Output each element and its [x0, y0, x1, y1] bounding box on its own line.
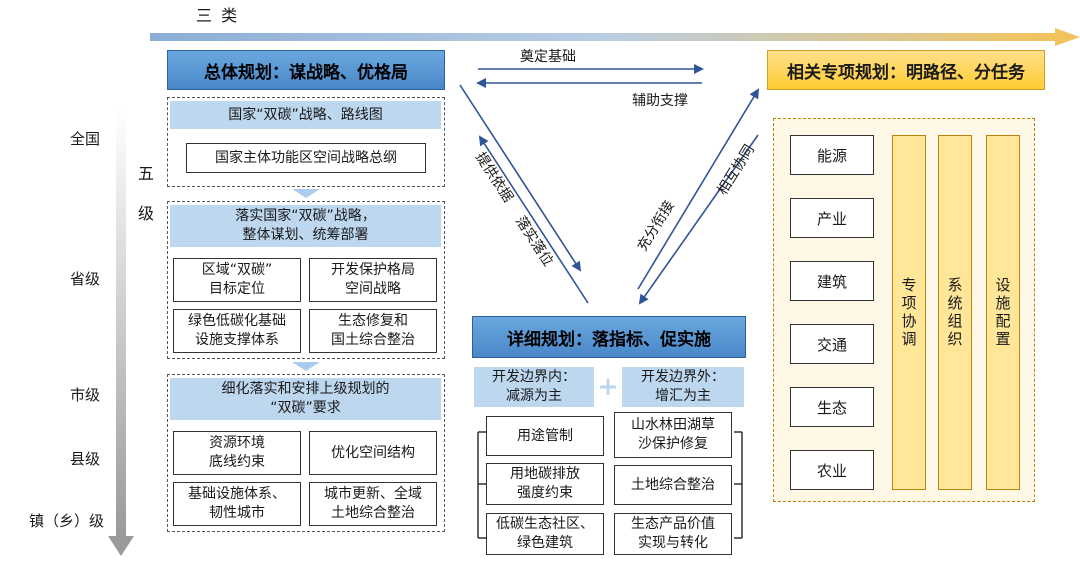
level-city: 市级 — [69, 386, 100, 404]
city-box: 优化空间结构 — [309, 431, 437, 475]
national-outline-box: 国家主体功能区空间战略总纲 — [186, 143, 426, 173]
city-box: 基础设施体系、 韧性城市 — [173, 482, 301, 526]
box-line1: 绿色低碳化基础 — [188, 313, 286, 329]
five-char: 五 — [138, 164, 155, 183]
detailed-item-right: 山水林田湖草 沙保护修复 — [614, 412, 732, 458]
provincial-box: 生态修复和 国土综合整治 — [309, 309, 437, 353]
special-plan-title: 相关专项规划：明路径、分任务 — [767, 50, 1045, 90]
level-county: 县级 — [69, 450, 100, 468]
box-line1: 城市更新、全域 — [324, 486, 422, 502]
box-line2: 土地综合整治 — [331, 505, 415, 521]
inside-line2: 减源为主 — [506, 388, 562, 404]
box-line1: 优化空间结构 — [331, 444, 415, 461]
box-line1: 基础设施体系、 — [188, 486, 286, 502]
item-line1: 土地综合整治 — [631, 476, 715, 493]
edge-label-support: 辅助支撑 — [632, 93, 688, 109]
city-band-line2: “双碳”要求 — [270, 400, 341, 416]
box-line1: 区域“双碳” — [201, 262, 273, 278]
outside-line2: 增汇为主 — [655, 388, 711, 404]
column-organization: 系统组织 — [938, 135, 972, 490]
box-line2: 韧性城市 — [209, 505, 265, 521]
inside-line1: 开发边界内： — [492, 369, 576, 385]
box-line1: 资源环境 — [209, 435, 265, 451]
arrow-up-left — [478, 135, 589, 304]
box-line2: 目标定位 — [209, 281, 265, 297]
national-group: 国家“双碳”战略、路线图 国家主体功能区空间战略总纲 — [167, 97, 445, 187]
item-line2: 强度约束 — [517, 485, 573, 501]
city-band: 细化落实和安排上级规划的 “双碳”要求 — [170, 378, 441, 420]
relation-arrows — [459, 64, 760, 305]
provincial-box: 绿色低碳化基础 设施支撑体系 — [173, 309, 301, 353]
box-line1: 开发保护格局 — [331, 262, 415, 278]
level-national: 全国 — [69, 130, 100, 148]
city-box: 城市更新、全域 土地综合整治 — [309, 482, 437, 526]
provincial-band: 落实国家“双碳”战略， 整体谋划、统筹部署 — [170, 205, 441, 247]
down-connector-arrow — [292, 189, 320, 198]
box-line2: 国土综合整治 — [331, 332, 415, 348]
city-county-group: 细化落实和安排上级规划的 “双碳”要求 资源环境 底线约束 优化空间结构 基础设… — [167, 374, 445, 532]
inside-boundary-band: 开发边界内： 减源为主 — [474, 367, 594, 407]
arrow-up-right — [637, 88, 760, 290]
city-box: 资源环境 底线约束 — [173, 431, 301, 475]
item-line1: 用途管制 — [517, 427, 573, 444]
provincial-box: 区域“双碳” 目标定位 — [173, 258, 301, 302]
horizontal-arrow — [150, 28, 1080, 46]
item-line1: 用地碳排放 — [510, 466, 580, 482]
category-title: 三 类 — [196, 6, 240, 25]
special-item-transport: 交通 — [790, 324, 874, 364]
provincial-group: 落实国家“双碳”战略， 整体谋划、统筹部署 区域“双碳” 目标定位 开发保护格局… — [167, 201, 445, 359]
detailed-item-left: 用地碳排放 强度约束 — [486, 463, 604, 505]
level-provincial: 省级 — [69, 270, 100, 288]
provincial-band-line2: 整体谋划、统筹部署 — [242, 227, 369, 243]
arrow-down-left — [638, 134, 759, 305]
detailed-item-right: 土地综合整治 — [614, 465, 732, 505]
detailed-item-left: 用途管制 — [486, 416, 604, 456]
detailed-plan-title: 详细规划：落指标、促实施 — [472, 316, 746, 358]
down-connector-arrow — [292, 362, 320, 371]
column-facility: 设施配置 — [986, 135, 1020, 490]
item-line1: 生态产品价值 — [631, 516, 715, 532]
outside-line1: 开发边界外： — [641, 369, 725, 385]
item-line1: 低碳生态社区、 — [496, 516, 594, 532]
box-line2: 设施支撑体系 — [195, 332, 279, 348]
vertical-arrow — [108, 108, 134, 556]
special-item-energy: 能源 — [790, 135, 874, 175]
column-coordination: 专项协调 — [892, 135, 926, 490]
item-line2: 绿色建筑 — [517, 535, 573, 551]
edge-label-foundation: 奠定基础 — [520, 49, 576, 65]
box-line2: 底线约束 — [209, 454, 265, 470]
item-line1: 山水林田湖草 — [631, 417, 715, 433]
special-item-agriculture: 农业 — [790, 450, 874, 490]
level-char: 级 — [138, 204, 155, 223]
item-line2: 实现与转化 — [638, 535, 708, 551]
special-item-building: 建筑 — [790, 261, 874, 301]
plus-icon: + — [597, 372, 619, 402]
box-line1: 生态修复和 — [338, 313, 408, 329]
overall-plan-title: 总体规划：谋战略、优格局 — [167, 50, 445, 90]
arrow-down-right — [459, 84, 582, 272]
box-line2: 空间战略 — [345, 281, 401, 297]
national-strategy-band: 国家“双碳”战略、路线图 — [170, 101, 441, 129]
detailed-brackets — [477, 431, 743, 539]
detailed-item-left: 低碳生态社区、 绿色建筑 — [486, 513, 604, 555]
special-item-ecology: 生态 — [790, 387, 874, 427]
special-plan-group: 能源 产业 建筑 交通 生态 农业 专项协调 系统组织 设施配置 — [773, 118, 1035, 502]
special-item-industry: 产业 — [790, 198, 874, 238]
outside-boundary-band: 开发边界外： 增汇为主 — [622, 367, 744, 407]
level-town: 镇（乡）级 — [28, 512, 104, 530]
city-band-line1: 细化落实和安排上级规划的 — [221, 381, 390, 397]
item-line2: 沙保护修复 — [638, 436, 708, 452]
provincial-box: 开发保护格局 空间战略 — [309, 258, 437, 302]
detailed-item-right: 生态产品价值 实现与转化 — [614, 513, 732, 555]
provincial-band-line1: 落实国家“双碳”战略， — [235, 208, 376, 224]
